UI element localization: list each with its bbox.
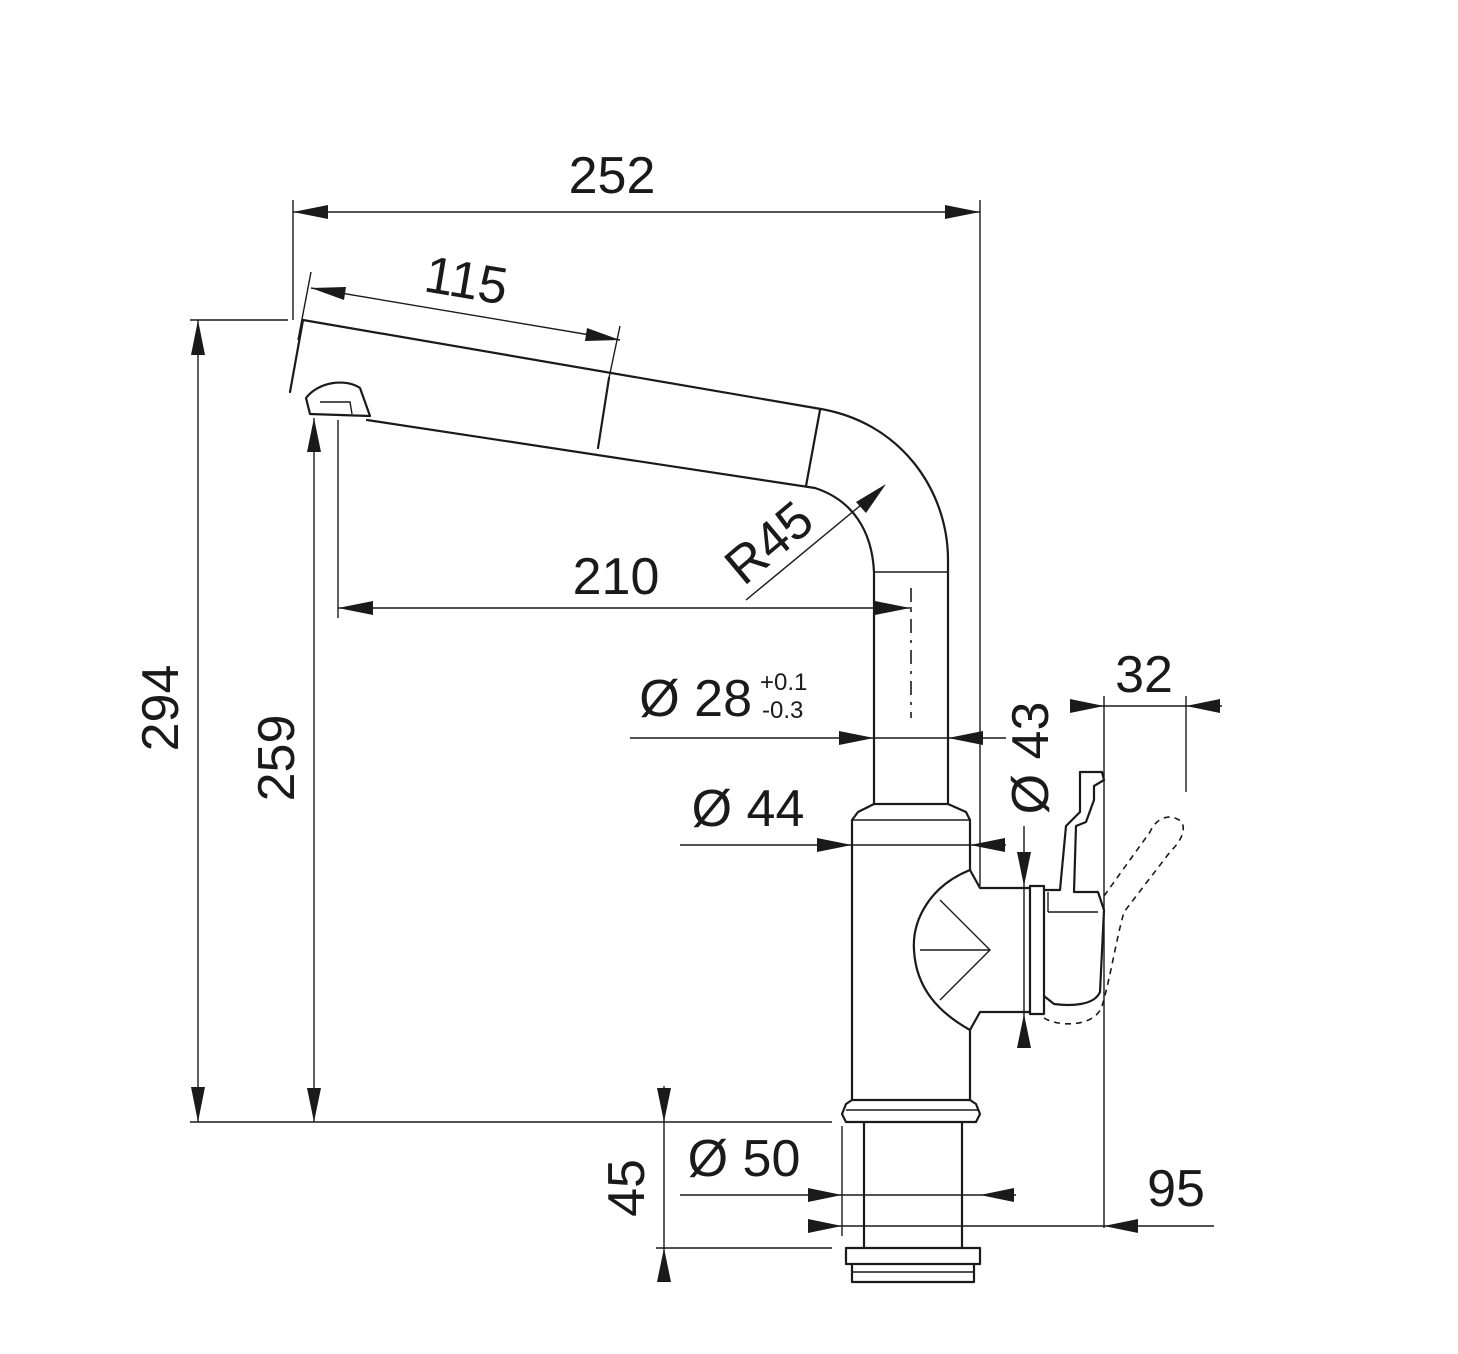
- label-base-diameter: Ø 50: [688, 1130, 801, 1188]
- dimension-lines: [190, 200, 1222, 1282]
- label-shank-length: 45: [598, 1159, 656, 1217]
- label-tube-tolerance-lower: -0.3: [762, 697, 803, 724]
- label-overall-height: 294: [132, 665, 190, 752]
- label-lever-projection: 95: [1147, 1160, 1205, 1218]
- label-bend-radius: R45: [714, 490, 824, 596]
- label-spout-height: 259: [248, 715, 306, 802]
- faucet-body: [288, 318, 1185, 1284]
- label-lever-offset: 32: [1115, 646, 1173, 704]
- dimension-labels: 252 115 210 R45 294 259 Ø 28 +0.1 -0.3 Ø…: [132, 147, 1205, 1218]
- label-spout-extension: 115: [420, 246, 511, 317]
- label-lever-diameter: Ø 43: [1002, 702, 1060, 815]
- label-body-diameter: Ø 44: [692, 780, 805, 838]
- label-overall-width: 252: [569, 147, 656, 205]
- label-tube-tolerance-upper: +0.1: [760, 669, 807, 696]
- label-spout-reach: 210: [573, 548, 660, 606]
- label-tube-diameter: Ø 28: [639, 670, 752, 728]
